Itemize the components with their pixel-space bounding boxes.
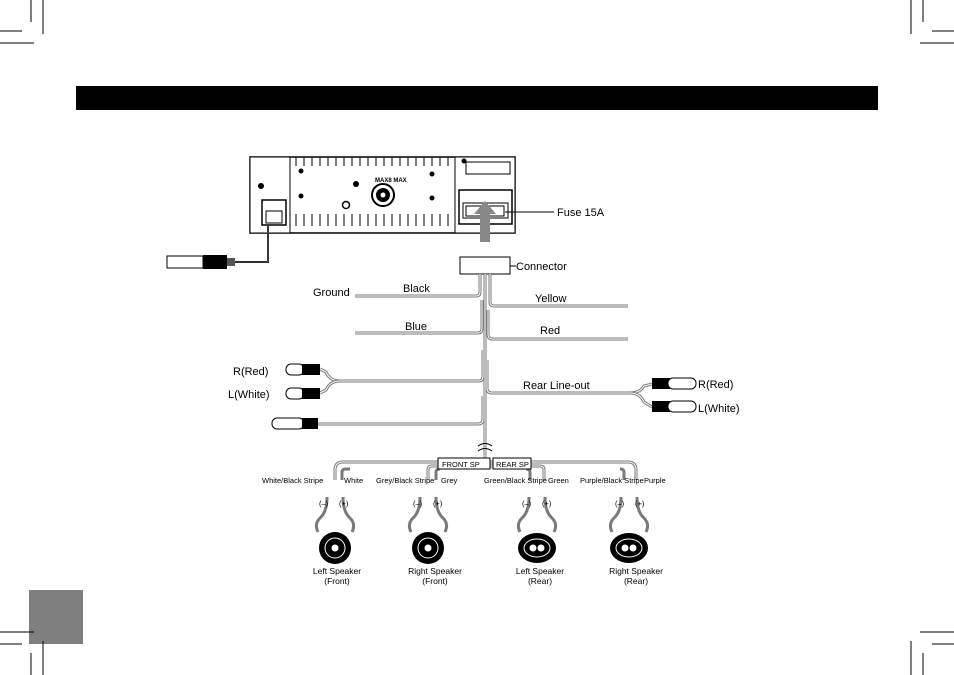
speaker-3-position: (Rear)	[528, 576, 552, 586]
speaker-4-position: (Rear)	[624, 576, 648, 586]
yellow-wire-label: Yellow	[535, 293, 566, 305]
speaker-2-wire-neg: Grey/Black Stripe	[376, 476, 434, 485]
connector-label: Connector	[516, 261, 567, 273]
left-r-red-label: R(Red)	[233, 366, 268, 378]
antenna-cable	[166, 225, 269, 269]
black-wire-label: Black	[403, 283, 430, 295]
speaker-3-wire-neg: Green/Black Stripe	[484, 476, 547, 485]
right-l-white-label: L(White)	[698, 403, 740, 415]
speaker-2-icon	[412, 532, 444, 564]
speaker-4-wire-neg: Purple/Black Stripe	[580, 476, 644, 485]
header-bar	[76, 86, 878, 110]
speaker-1-position: (Front)	[324, 576, 350, 586]
speaker-3-name: Left Speaker	[516, 566, 564, 576]
speaker-4-wire-pos: Purple	[644, 476, 666, 485]
speaker-2-wire-pos: Grey	[441, 476, 458, 485]
rear-sp-label: REAR SP	[496, 460, 529, 469]
fuse-label: Fuse 15A	[557, 207, 605, 219]
left-l-white-label: L(White)	[228, 389, 270, 401]
speaker-3-pos: (+)	[542, 499, 552, 508]
page-tab	[29, 590, 83, 644]
wire-harness	[318, 274, 653, 480]
speaker-1-pos: (+)	[339, 499, 349, 508]
speaker-leads	[314, 496, 650, 533]
right-r-red-label: R(Red)	[698, 379, 733, 391]
unit-model-label: MAX8 MAX	[375, 178, 407, 184]
rear-sp-tag	[492, 457, 532, 470]
speaker-4-pos: (+)	[635, 499, 645, 508]
speaker-2-position: (Front)	[422, 576, 448, 586]
connector-block	[459, 256, 511, 275]
speaker-3-wire-pos: Green	[548, 476, 569, 485]
speaker-1-neg: (–)	[319, 499, 329, 508]
speaker-4-icon	[610, 533, 648, 563]
speaker-4-neg: (–)	[615, 499, 625, 508]
head-unit	[249, 156, 554, 242]
speaker-3-icon	[518, 533, 556, 563]
speaker-2-name: Right Speaker	[408, 566, 462, 576]
speaker-2-pos: (+)	[433, 499, 443, 508]
left-rca-plugs	[271, 363, 320, 430]
front-sp-label: FRONT SP	[442, 460, 480, 469]
speaker-2-neg: (–)	[413, 499, 423, 508]
front-sp-tag	[437, 457, 491, 470]
rear-line-out-label: Rear Line-out	[523, 380, 590, 392]
speaker-1-icon	[319, 532, 351, 564]
red-wire-label: Red	[540, 325, 560, 337]
ground-label: Ground	[313, 287, 350, 299]
right-rca-plugs	[652, 377, 697, 413]
speaker-3-neg: (–)	[522, 499, 532, 508]
blue-wire-label: Blue	[405, 321, 427, 333]
speaker-1-wire-pos: White	[344, 476, 363, 485]
speaker-1-name: Left Speaker	[313, 566, 361, 576]
speaker-4-name: Right Speaker	[609, 566, 663, 576]
speaker-1-wire-neg: White/Black Stripe	[262, 476, 323, 485]
